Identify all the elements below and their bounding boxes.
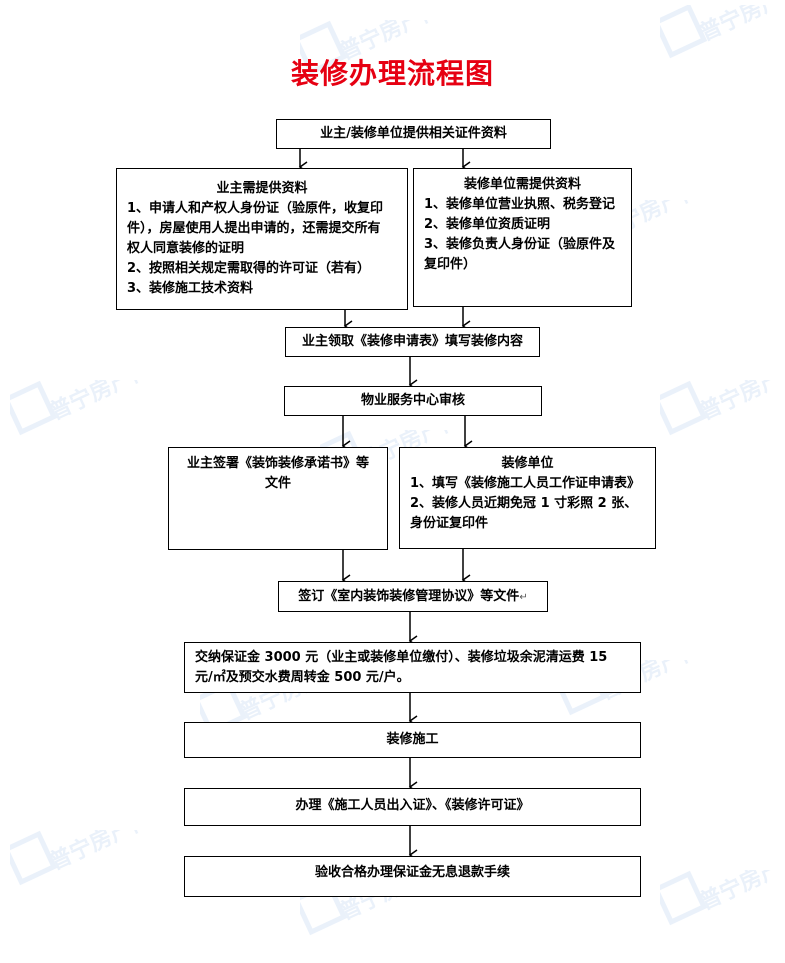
step-provide-documents: 业主/装修单位提供相关证件资料: [276, 119, 551, 149]
owner-documents-box: 业主需提供资料 1、申请人和产权人身份证（验原件，收复印 件），房屋使用人提出申…: [116, 168, 408, 310]
contractor-documents-box: 装修单位需提供资料 1、装修单位营业执照、税务登记 2、装修单位资质证明 3、装…: [413, 168, 632, 307]
step-sign-agreement: 签订《室内装饰装修管理协议》等文件↵: [278, 581, 548, 612]
step-construction: 装修施工: [184, 722, 641, 758]
deposit-line: 交纳保证金 3000 元（业主或装修单位缴付）、装修垃圾余泥清运费 15: [195, 650, 608, 665]
owner-sign-line: 业主签署《装饰装修承诺书》等: [186, 456, 369, 471]
step-label: 签订《室内装饰装修管理协议》等文件: [298, 589, 520, 604]
step-label: 业主领取《装修申请表》填写装修内容: [301, 334, 523, 349]
step-permits: 办理《施工人员出入证》、《装修许可证》: [184, 788, 641, 826]
contractor-documents-heading: 装修单位需提供资料: [463, 177, 581, 192]
step-label: 物业服务中心审核: [360, 393, 465, 408]
step-property-review: 物业服务中心审核: [284, 386, 542, 416]
contractor-unit-line: 2、装修人员近期免冠 1 寸彩照 2 张、: [410, 496, 638, 511]
contractor-unit-heading: 装修单位: [501, 456, 554, 471]
deposit-line: 元/㎡及预交水费周转金 500 元/户。: [195, 670, 410, 685]
owner-documents-line: 权人同意装修的证明: [127, 241, 245, 256]
owner-documents-line: 2、按照相关规定需取得的许可证（若有）: [127, 261, 371, 276]
step-label: 业主/装修单位提供相关证件资料: [320, 126, 507, 141]
step-label: 办理《施工人员出入证》、《装修许可证》: [295, 798, 530, 813]
owner-documents-line: 3、装修施工技术资料: [127, 281, 254, 296]
contractor-unit-line: 身份证复印件: [410, 516, 489, 531]
owner-documents-heading: 业主需提供资料: [216, 181, 308, 196]
step-refund: 验收合格办理保证金无息退款手续: [184, 856, 641, 897]
contractor-documents-line: 1、装修单位营业执照、税务登记: [424, 197, 616, 212]
step-application-form: 业主领取《装修申请表》填写装修内容: [285, 327, 540, 357]
owner-sign-line: 文件: [264, 476, 291, 491]
step-label: 装修施工: [386, 732, 439, 747]
contractor-documents-line: 2、装修单位资质证明: [424, 217, 551, 232]
paragraph-mark: ↵: [519, 592, 528, 603]
contractor-unit-line: 1、填写《装修施工人员工作证申请表》: [410, 476, 641, 491]
owner-documents-line: 件），房屋使用人提出申请的，还需提交所有: [127, 221, 381, 236]
contractor-unit-box: 装修单位 1、填写《装修施工人员工作证申请表》 2、装修人员近期免冠 1 寸彩照…: [399, 447, 656, 549]
contractor-documents-line: 3、装修负责人身份证（验原件及: [424, 237, 616, 252]
owner-sign-box: 业主签署《装饰装修承诺书》等 文件: [168, 447, 388, 550]
contractor-documents-line: 复印件）: [424, 257, 477, 272]
step-pay-deposit: 交纳保证金 3000 元（业主或装修单位缴付）、装修垃圾余泥清运费 15 元/㎡…: [184, 642, 641, 693]
page-title: 装修办理流程图: [290, 57, 494, 90]
owner-documents-line: 1、申请人和产权人身份证（验原件，收复印: [127, 201, 384, 216]
step-label: 验收合格办理保证金无息退款手续: [314, 865, 510, 880]
